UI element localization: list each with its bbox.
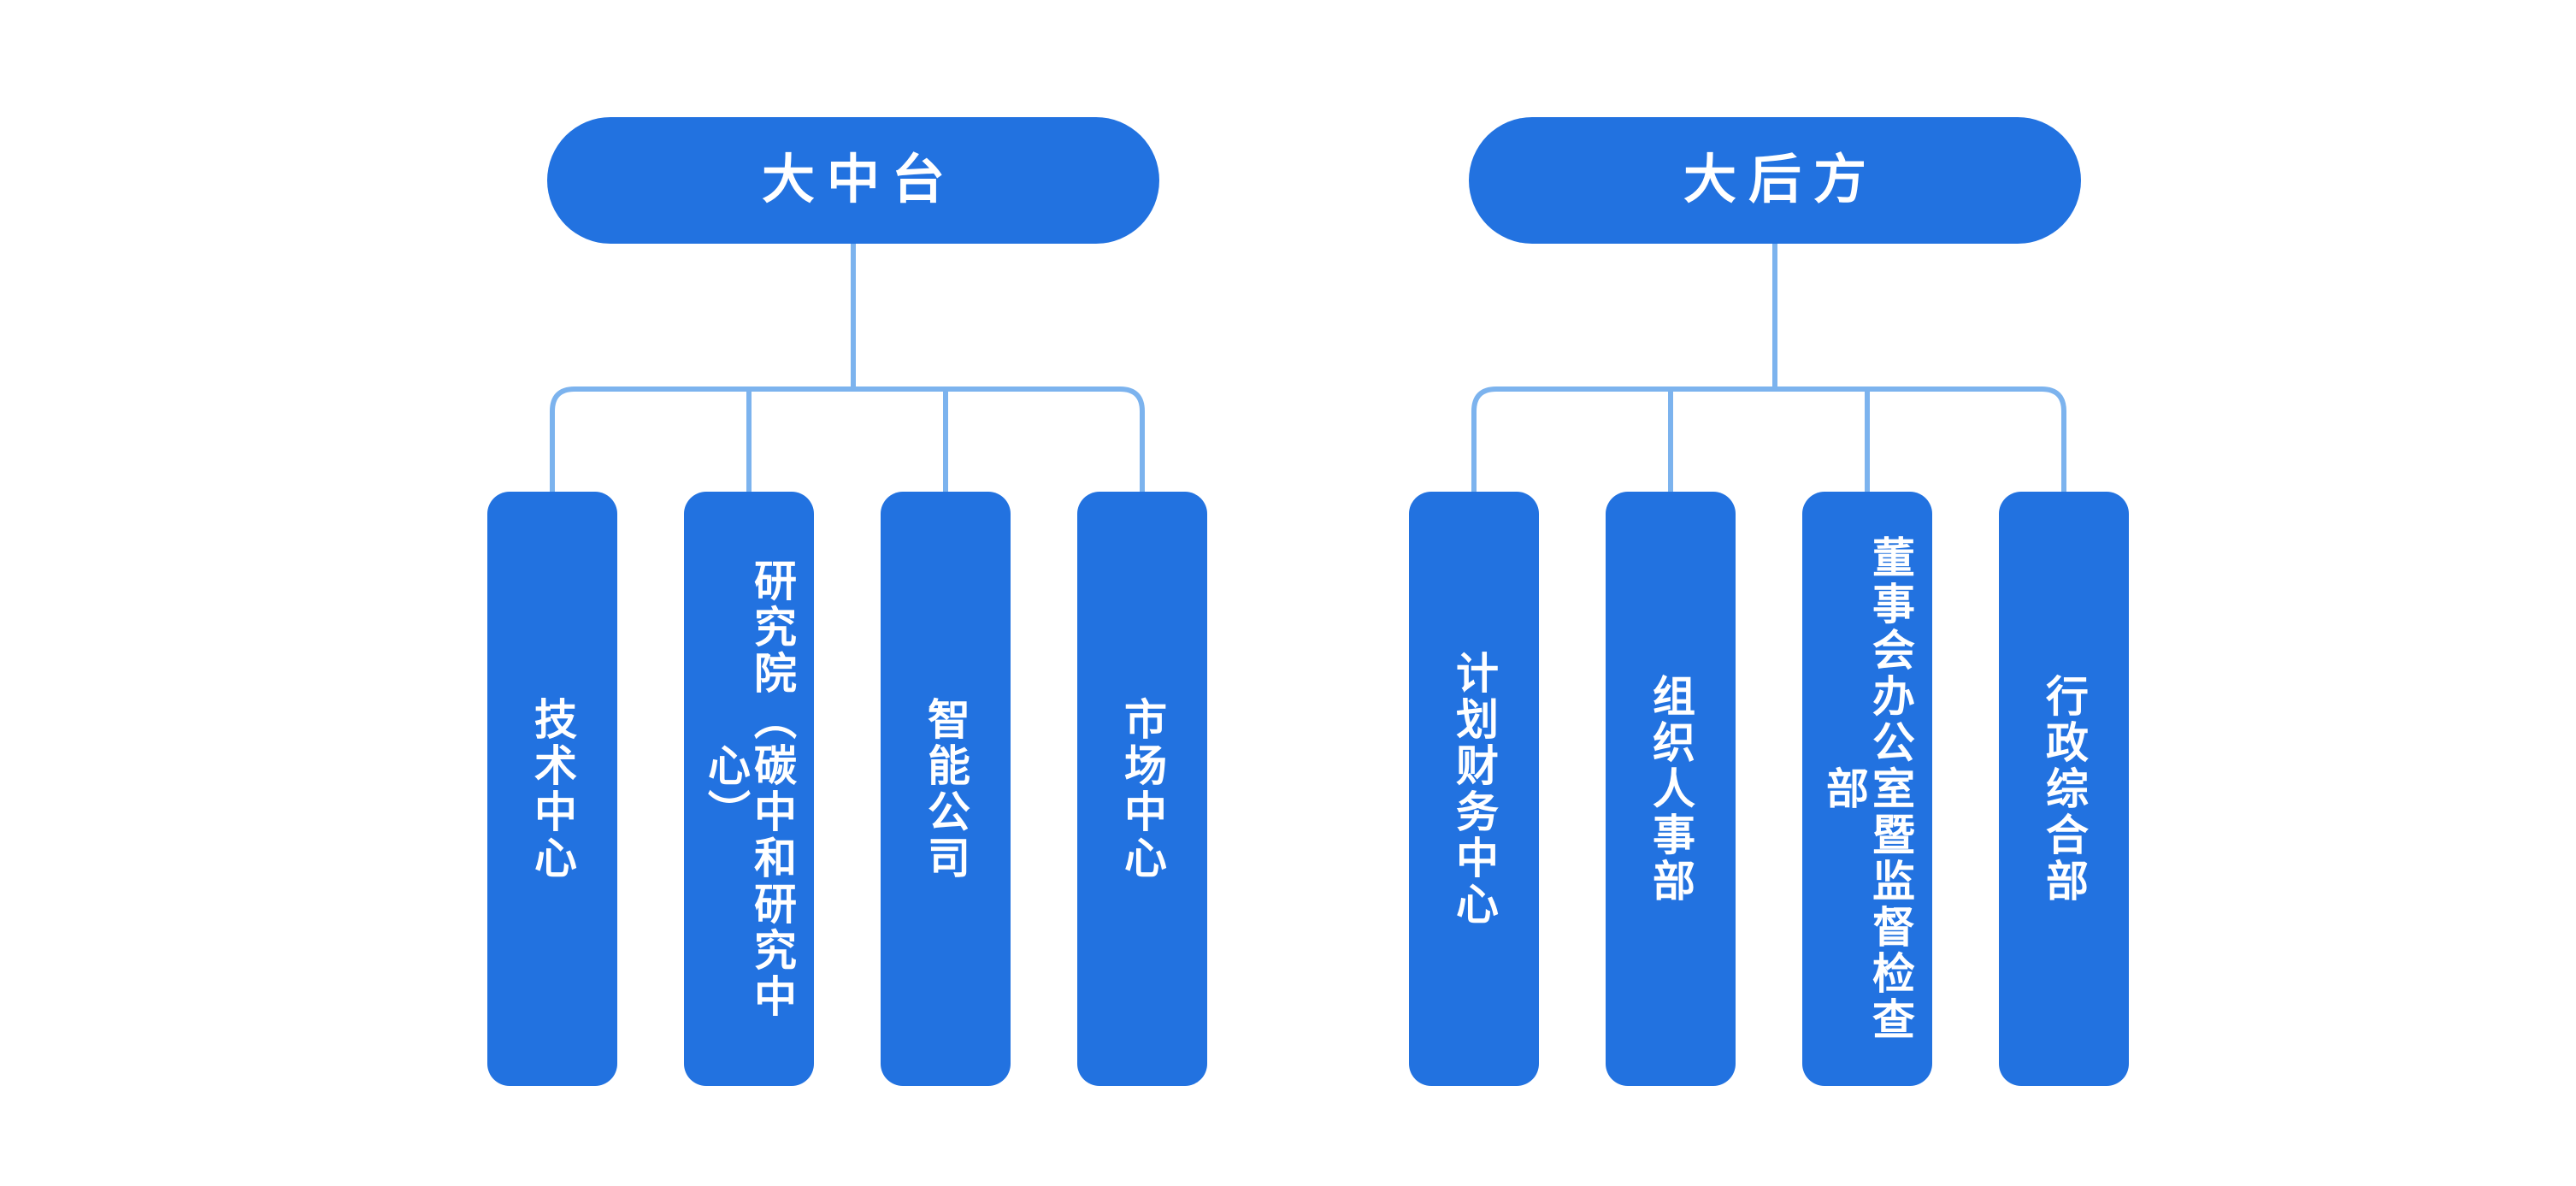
node-label: 计划财务中心 xyxy=(1450,650,1498,928)
connector-path xyxy=(1471,386,2066,492)
group-header-label: 大后方 xyxy=(1683,150,1878,209)
group-header-label: 大中台 xyxy=(761,150,957,209)
node-label: 技术中心 xyxy=(528,696,576,882)
node-admin-general-dept[interactable]: 行政综合部 xyxy=(1999,492,2129,1086)
node-label: 市场中心 xyxy=(1118,696,1166,882)
node-research-institute[interactable]: 研究院（碳中和研究中心） xyxy=(684,492,814,1086)
node-label: 研究院（碳中和研究中心） xyxy=(702,558,796,1020)
group-header-rear-support[interactable]: 大后方 xyxy=(1469,117,2081,244)
node-label: 智能公司 xyxy=(922,696,970,882)
node-plan-finance-center[interactable]: 计划财务中心 xyxy=(1409,492,1539,1086)
node-smart-company[interactable]: 智能公司 xyxy=(881,492,1011,1086)
group-header-mid-platform[interactable]: 大中台 xyxy=(547,117,1159,244)
connector-path xyxy=(550,386,1145,492)
node-market-center[interactable]: 市场中心 xyxy=(1077,492,1207,1086)
node-org-hr-dept[interactable]: 组织人事部 xyxy=(1606,492,1736,1086)
node-tech-center[interactable]: 技术中心 xyxy=(487,492,617,1086)
node-board-office-supervision[interactable]: 董事会办公室暨监督检查部 xyxy=(1802,492,1932,1086)
node-label: 行政综合部 xyxy=(2040,673,2088,905)
node-label: 组织人事部 xyxy=(1647,673,1695,905)
node-label: 董事会办公室暨监督检查部 xyxy=(1820,534,1914,1043)
